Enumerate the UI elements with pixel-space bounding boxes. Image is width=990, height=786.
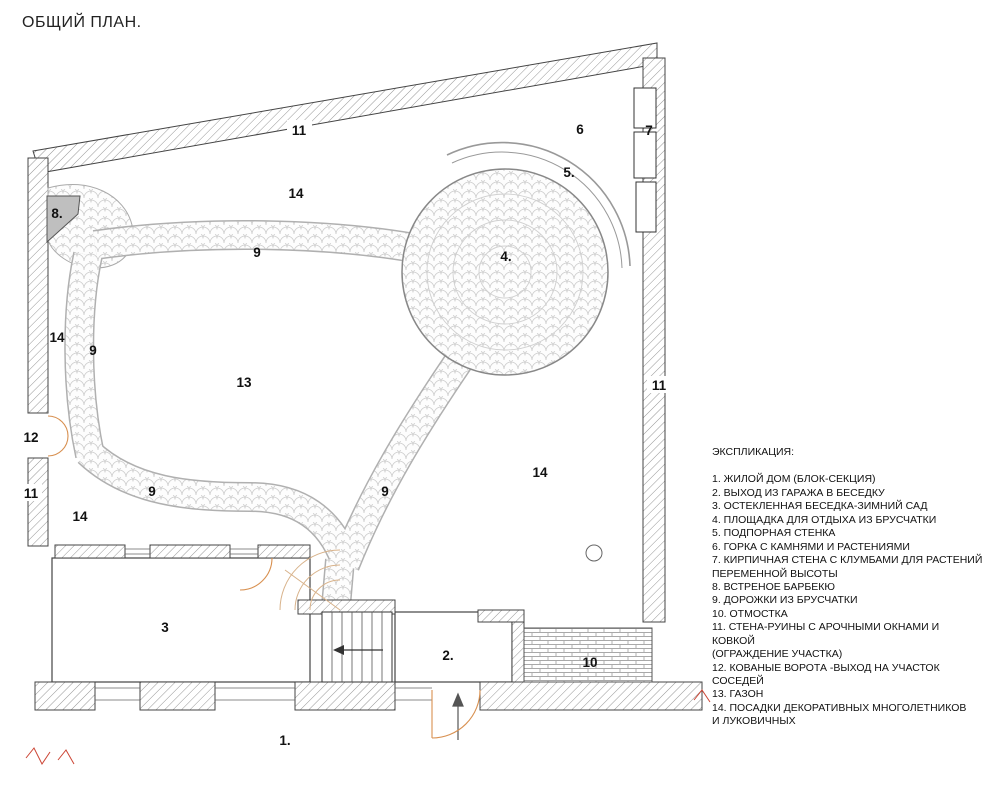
- plan-label: 9: [381, 484, 389, 499]
- plan-label: 4.: [500, 249, 511, 264]
- legend-item: 7. КИРПИЧНАЯ СТЕНА С КЛУМБАМИ ДЛЯ РАСТЕН…: [712, 554, 983, 580]
- stairs-arrow: [333, 645, 344, 655]
- bush-icon: [585, 544, 603, 562]
- legend-item: 6. ГОРКА С КАМНЯМИ И РАСТЕНИЯМИ: [712, 540, 910, 553]
- legend: ЭКСПЛИКАЦИЯ: 1. ЖИЛОЙ ДОМ (БЛОК-СЕКЦИЯ) …: [712, 446, 984, 729]
- plan-label: 11: [24, 486, 39, 501]
- wall-top: [32, 42, 658, 174]
- label-halos: [21, 120, 670, 501]
- plan-label: 11: [652, 378, 667, 393]
- plan-label: 14: [72, 509, 88, 524]
- entrance-arrow: [452, 692, 464, 740]
- legend-item: 13. ГАЗОН: [712, 688, 764, 701]
- path-bottom: [78, 441, 358, 566]
- legend-item: 1. ЖИЛОЙ ДОМ (БЛОК-СЕКЦИЯ): [712, 473, 876, 486]
- legend-item: 2. ВЫХОД ИЗ ГАРАЖА В БЕСЕДКУ: [712, 486, 885, 499]
- path-to-stairs: [322, 558, 354, 608]
- legend-item: 5. ПОДПОРНАЯ СТЕНКА: [712, 527, 836, 540]
- house-bottom-wall: [34, 681, 703, 711]
- room-2-outline: [394, 611, 513, 683]
- room-3-window-lines: [125, 548, 258, 555]
- blind-area-10: [523, 627, 653, 683]
- wall-room2-room10: [511, 621, 525, 683]
- stairs: [321, 611, 393, 683]
- room-3-outline: [51, 557, 311, 683]
- legend-item: 3. ОСТЕКЛЕННАЯ БЕСЕДКА-ЗИМНИЙ САД: [712, 500, 928, 513]
- wall-left-lower: [27, 457, 49, 547]
- plan-label: 6: [576, 122, 584, 137]
- path-top: [93, 221, 428, 264]
- legend-item: 14. ПОСАДКИ ДЕКОРАТИВНЫХ МНОГОЛЕТНИКОВ И…: [712, 701, 967, 728]
- plan-label: 5.: [563, 165, 574, 180]
- legend-item: 8. ВСТРЕНОЕ БАРБЕКЮ: [712, 580, 835, 593]
- path-diagonal: [332, 344, 477, 571]
- plan-label: 14: [288, 186, 304, 201]
- door-arcs: [239, 557, 481, 739]
- gate-arcs-12: [47, 415, 69, 457]
- path-left: [65, 252, 104, 458]
- plan-label: 2.: [442, 648, 453, 663]
- patio-circle: [401, 168, 609, 376]
- legend-item: 4. ПЛОЩАДКА ДЛЯ ОТДЫХА ИЗ БРУСЧАТКИ: [712, 513, 937, 526]
- legend-item: 10. ОТМОСТКА: [712, 607, 788, 620]
- barbecue-8: [46, 195, 81, 244]
- bottom-window-lines: [95, 687, 432, 701]
- room-3-top-wall: [54, 544, 311, 559]
- planter-boxes-7: [633, 87, 657, 233]
- plan-label: 8.: [51, 206, 62, 221]
- door-arc-entrance: [431, 689, 481, 739]
- plan-label: 14: [532, 465, 548, 480]
- plan-label: 3: [161, 620, 169, 635]
- plan-label: 9: [148, 484, 156, 499]
- page-title: ОБЩИЙ ПЛАН.: [22, 14, 142, 31]
- house-walls: [34, 544, 703, 711]
- plan-label: 7: [645, 123, 653, 138]
- legend-item: 11. СТЕНА-РУИНЫ С АРОЧНЫМИ ОКНАМИ И КОВК…: [712, 621, 940, 661]
- wall-right-of-door: [477, 609, 525, 623]
- plan-label: 9: [253, 245, 261, 260]
- plan-label: 11: [292, 123, 307, 138]
- door-arc-room3: [239, 557, 273, 591]
- retaining-wall-arc: [446, 141, 631, 269]
- legend-item: 12. КОВАНЫЕ ВОРОТА -ВЫХОД НА УЧАСТОК СОС…: [712, 661, 940, 687]
- wall-left-upper: [27, 157, 49, 414]
- plan-label: 13: [236, 375, 252, 390]
- path-bands: [65, 221, 477, 608]
- paths-paving: [47, 168, 609, 608]
- plan-label: 9: [89, 343, 97, 358]
- break-marks: [25, 689, 711, 765]
- fan-steps: [279, 549, 341, 611]
- patio-rings: [426, 193, 584, 351]
- plan-labels: 11 6 7 5. 14 8. 9 4. 14 9 13 11 12 14 9 …: [23, 122, 666, 748]
- legend-title: ЭКСПЛИКАЦИЯ:: [712, 446, 795, 458]
- plan-label: 14: [49, 330, 65, 345]
- plan-label: 1.: [279, 733, 290, 748]
- plan-label: 12: [23, 430, 38, 445]
- plan-label: 10: [582, 655, 597, 670]
- legend-item: 9. ДОРОЖКИ ИЗ БРУСЧАТКИ: [712, 594, 858, 607]
